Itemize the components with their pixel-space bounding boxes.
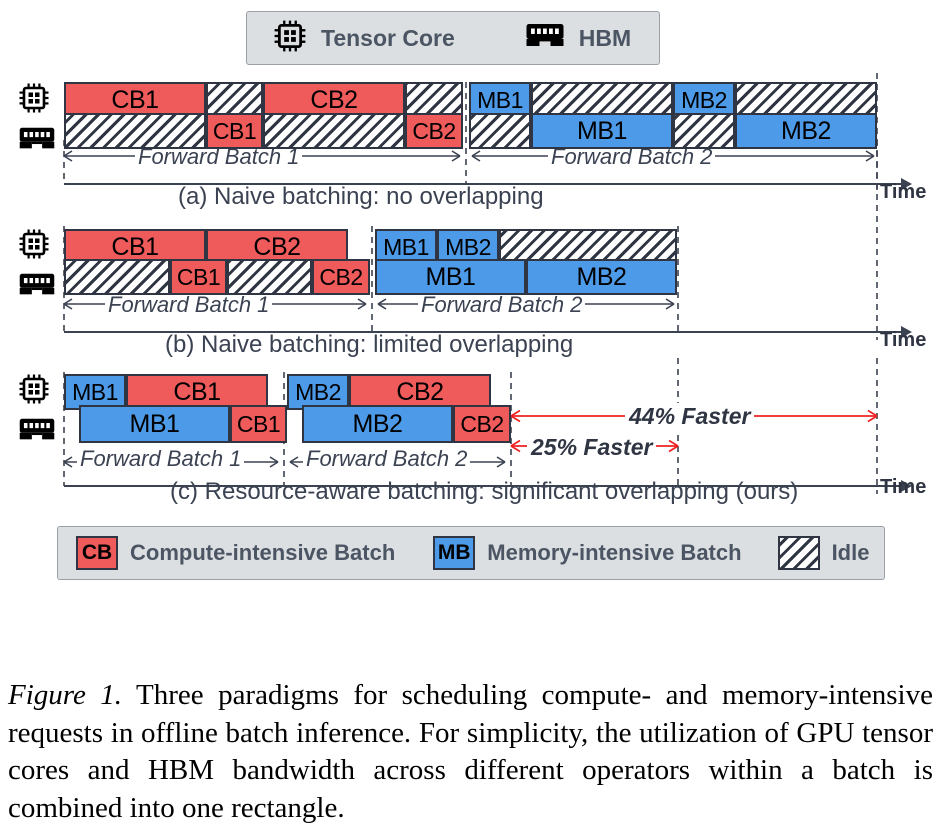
row-b-time-axis-label: Time (880, 329, 927, 351)
legend-label-memory-batch: Memory-intensive Batch (487, 540, 742, 565)
mb-block-mb1: MB1 (531, 113, 673, 149)
idle-block (227, 259, 312, 295)
cb-block-cb2: CB2 (405, 113, 463, 149)
row-a-track-icons (18, 82, 62, 158)
idle-block (673, 113, 735, 149)
mb-block-mb2: MB2 (302, 405, 453, 443)
cpu-chip-icon (273, 19, 307, 58)
cb-swatch: CB (76, 536, 118, 570)
row-a-caption: (a) Naive batching: no overlapping (178, 183, 544, 210)
memory-dimm-icon (525, 21, 565, 56)
legend-item-memory-batch: MB Memory-intensive Batch (433, 536, 742, 570)
legend-item-compute-batch: CB Compute-intensive Batch (76, 536, 395, 570)
bottom-legend: CB Compute-intensive Batch MB Memory-int… (57, 526, 885, 580)
idle-block (531, 82, 673, 118)
legend-label-tensor-core: Tensor Core (321, 24, 455, 51)
memory-dimm-icon (18, 125, 62, 158)
top-legend: Tensor Core HBM (246, 11, 660, 65)
cpu-chip-icon (18, 83, 50, 118)
row-b-batch-span-1-label: Forward Batch 1 (105, 292, 273, 318)
row-c-speedup-label-44: 44% Faster (625, 403, 755, 430)
cb-block-cb2: CB2 (349, 374, 491, 410)
memory-dimm-icon (18, 416, 62, 449)
idle-swatch (777, 536, 820, 570)
row-b-caption: (b) Naive batching: limited overlapping (165, 331, 574, 358)
row-c-speedup-label-25: 25% Faster (527, 434, 657, 461)
mb-block-mb2: MB2 (526, 259, 677, 295)
legend-item-idle: Idle (777, 536, 870, 570)
figure-number: Figure 1. (8, 679, 123, 711)
mb-block-mb2: MB2 (673, 82, 735, 118)
cb-block-cb1: CB1 (170, 259, 227, 295)
mb-block-mb1: MB1 (79, 405, 230, 443)
legend-label-hbm: HBM (578, 24, 632, 51)
idle-block (206, 82, 263, 118)
legend-label-idle: Idle (831, 540, 870, 565)
idle-block (64, 259, 170, 295)
cb-block-cb2: CB2 (453, 405, 511, 443)
row-c-track-icons (18, 373, 62, 449)
idle-block (469, 113, 531, 149)
idle-block (64, 113, 206, 149)
row-b-track-icons (18, 228, 62, 304)
figure-caption: Figure 1. Three paradigms for scheduling… (8, 677, 933, 828)
row-b-batch-span-2-label: Forward Batch 2 (418, 292, 586, 318)
cb-block-cb1: CB1 (230, 405, 287, 443)
figure-caption-text: Three paradigms for scheduling compute- … (8, 679, 933, 825)
idle-block (263, 113, 405, 149)
row-a-time-axis-label: Time (880, 181, 927, 203)
cb-block-cb1: CB1 (206, 113, 263, 149)
mb-block-mb2: MB2 (287, 374, 349, 410)
legend-item-hbm: HBM (525, 21, 631, 56)
cb-block-cb2: CB2 (312, 259, 370, 295)
cpu-chip-icon (18, 374, 50, 409)
mb-swatch: MB (433, 536, 476, 570)
legend-item-tensor-core: Tensor Core (273, 19, 455, 58)
memory-dimm-icon (18, 271, 62, 304)
row-c-caption: (c) Resource-aware batching: significant… (170, 478, 799, 505)
row-c-time-axis-label: Time (880, 476, 927, 498)
row-c-batch-span-1-label: Forward Batch 1 (77, 446, 245, 472)
row-c-batch-span-2-label: Forward Batch 2 (303, 446, 471, 472)
cb-block-cb2: CB2 (263, 82, 405, 118)
idle-block (405, 82, 463, 118)
legend-label-compute-batch: Compute-intensive Batch (130, 540, 396, 565)
mb-block-mb1: MB1 (64, 374, 126, 410)
mb-block-mb2: MB2 (735, 113, 877, 149)
mb-block-mb1: MB1 (375, 259, 526, 295)
cpu-chip-icon (18, 229, 50, 264)
